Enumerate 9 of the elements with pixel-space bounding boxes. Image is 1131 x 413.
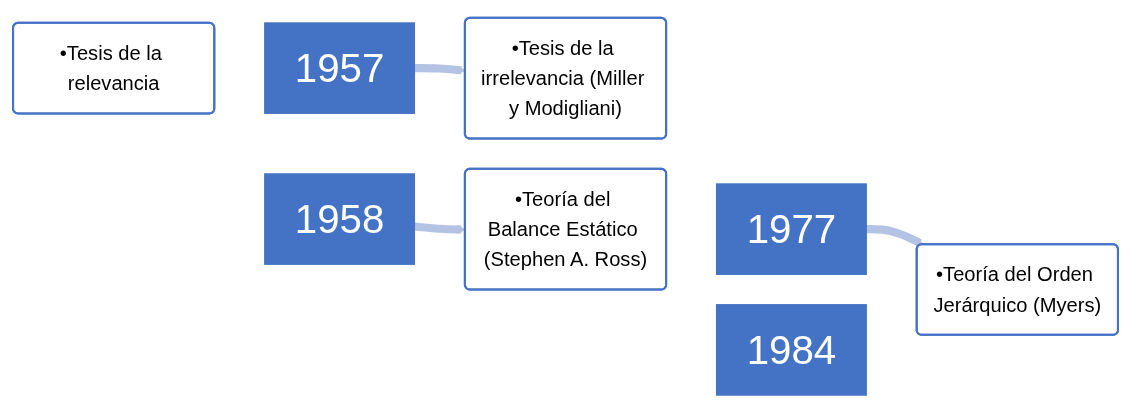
year-box: 1957	[264, 22, 416, 114]
curved-arrow	[866, 225, 924, 247]
year-box: 1977	[715, 183, 867, 275]
description-box: •Tesis de la relevancia	[12, 21, 216, 115]
description-box: •Tesis de la irrelevancia (Miller y Modigliani)	[463, 16, 668, 140]
year-box: 1984	[715, 304, 867, 396]
year-box: 1958	[264, 173, 416, 265]
description-box: •Teoría del Orden Jerárquico (Myers)	[915, 243, 1119, 336]
description-box: •Teoría del Balance Estático (Stephen A. Ross)	[463, 167, 668, 291]
